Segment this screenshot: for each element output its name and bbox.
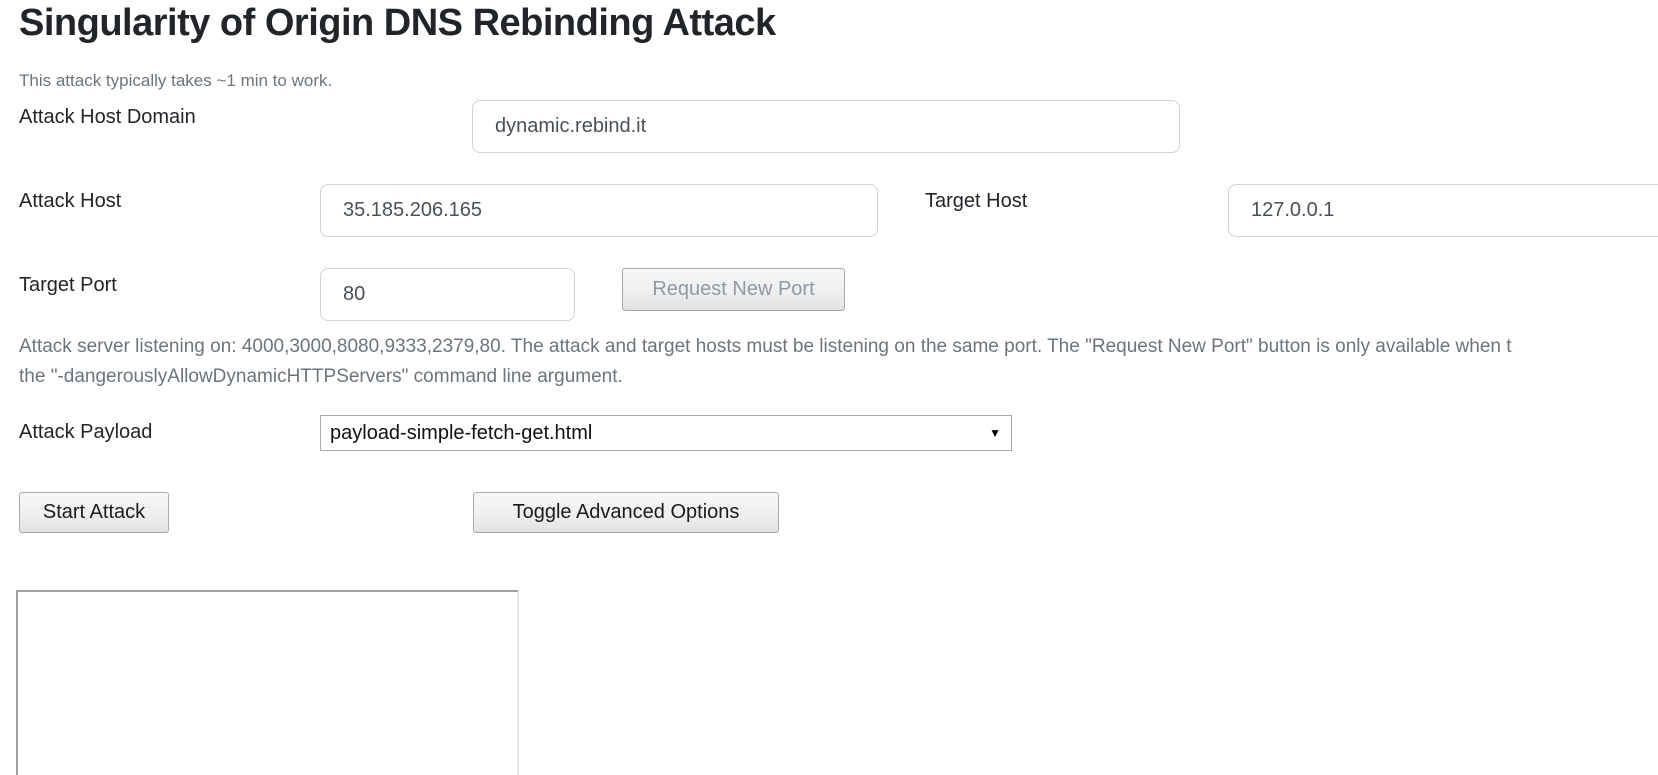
- ports-help-line-1: Attack server listening on: 4000,3000,80…: [19, 336, 1512, 357]
- toggle-advanced-options-button[interactable]: Toggle Advanced Options: [473, 492, 779, 533]
- target-host-input[interactable]: [1228, 184, 1658, 237]
- target-host-label: Target Host: [925, 190, 1028, 212]
- attack-duration-note: This attack typically takes ~1 min to wo…: [19, 71, 333, 90]
- start-attack-button[interactable]: Start Attack: [19, 492, 169, 533]
- request-new-port-button[interactable]: Request New Port: [622, 268, 845, 311]
- ports-help-line-2: the "-dangerouslyAllowDynamicHTTPServers…: [19, 366, 623, 387]
- attack-host-domain-input[interactable]: [472, 100, 1180, 153]
- attack-output-box[interactable]: [16, 590, 519, 775]
- target-port-label: Target Port: [19, 274, 117, 296]
- attack-payload-label: Attack Payload: [19, 421, 153, 443]
- attack-host-label: Attack Host: [19, 190, 122, 212]
- page-title: Singularity of Origin DNS Rebinding Atta…: [19, 2, 776, 44]
- target-port-input[interactable]: [320, 268, 575, 321]
- dropdown-arrow-icon: ▼: [989, 426, 1001, 440]
- attack-host-input[interactable]: [320, 184, 878, 237]
- attack-payload-select[interactable]: payload-simple-fetch-get.html ▼: [320, 415, 1012, 451]
- attack-host-domain-label: Attack Host Domain: [19, 106, 196, 128]
- attack-payload-selected-option: payload-simple-fetch-get.html: [330, 421, 593, 444]
